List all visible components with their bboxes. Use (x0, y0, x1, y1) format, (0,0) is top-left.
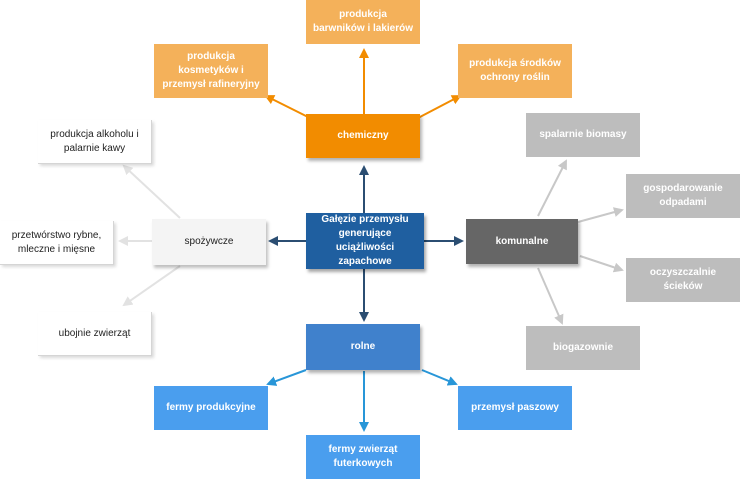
edge-komunalne-odpady (577, 207, 624, 223)
leaf-label: produkcja alkoholu i palarnie kawy (50, 128, 139, 154)
leaf-label: biogazownie (553, 342, 613, 353)
leaf-label: przetwórstwo rybne, mleczne i mięsne (11, 229, 102, 255)
edge-komunalne-biogazownie (537, 267, 564, 325)
hub-rolne-label: rolne (350, 341, 376, 352)
leaf-oczyszczalnie-sciekow[interactable]: oczyszczalnie ścieków (626, 258, 740, 302)
leaf-gospodarowanie-odpadami[interactable]: gospodarowanie odpadami (626, 174, 740, 218)
leaf-przetworstwo[interactable]: przetwórstwo rybne, mleczne i mięsne (0, 221, 114, 265)
leaf-fermy-produkcyjne[interactable]: fermy produkcyjne (154, 386, 268, 430)
leaf-alkohol-kawa[interactable]: produkcja alkoholu i palarnie kawy (38, 120, 152, 164)
hub-komunalne[interactable]: komunalne (466, 219, 578, 264)
hub-spozywcze-label: spożywcze (184, 236, 234, 247)
hub-chemiczny-label: chemiczny (337, 130, 389, 141)
leaf-label: spalarnie biomasy (539, 129, 627, 140)
edge-rolne-pasze (421, 369, 458, 386)
leaf-ubojnie-zwierzat[interactable]: ubojnie zwierząt (38, 312, 152, 356)
leaf-srodki-ochrony-roslin[interactable]: produkcja środków ochrony roślin (458, 44, 572, 98)
leaf-fermy-futerkowe[interactable]: fermy zwierząt futerkowych (306, 435, 420, 479)
edge-komunalne-scieki (579, 255, 624, 273)
leaf-spalarnie-biomasy[interactable]: spalarnie biomasy (526, 113, 640, 157)
leaf-label: ubojnie zwierząt (58, 327, 131, 339)
edge-komunalne-spalarnie (537, 159, 567, 217)
center-node[interactable]: Gałęzie przemysłu generujące uciążliwośc… (306, 213, 424, 269)
leaf-label: fermy zwierząt futerkowych (328, 444, 398, 469)
hub-spozywcze[interactable]: spożywcze (152, 219, 266, 265)
edge-rolne-fermy (266, 369, 307, 386)
hub-rolne[interactable]: rolne (306, 324, 420, 370)
leaf-label: produkcja środków ochrony roślin (469, 58, 561, 83)
leaf-label: fermy produkcyjne (166, 402, 256, 413)
leaf-label: gospodarowanie odpadami (643, 183, 723, 208)
edge-spozywcze-ubojnie (122, 265, 181, 307)
center-label: Gałęzie przemysłu generujące uciążliwośc… (321, 214, 409, 267)
leaf-biogazownie[interactable]: biogazownie (526, 326, 640, 370)
edge-chemiczny-srodki (417, 95, 462, 119)
leaf-kosmetyki-rafineria[interactable]: produkcja kosmetyków i przemysł rafinery… (154, 44, 268, 98)
leaf-label: przemysł paszowy (471, 402, 559, 413)
edge-spozywcze-alkohol (122, 164, 181, 219)
hub-komunalne-label: komunalne (495, 235, 549, 247)
hub-chemiczny[interactable]: chemiczny (306, 114, 420, 158)
leaf-label: produkcja kosmetyków i przemysł rafinery… (162, 51, 260, 90)
leaf-barwniki-lakiery[interactable]: produkcja barwników i lakierów (306, 0, 420, 44)
leaf-label: oczyszczalnie ścieków (649, 267, 717, 292)
leaf-przemysl-paszowy[interactable]: przemysł paszowy (458, 386, 572, 430)
leaf-label: produkcja barwników i lakierów (312, 9, 414, 34)
edge-chemiczny-kosmetyki (264, 95, 311, 119)
